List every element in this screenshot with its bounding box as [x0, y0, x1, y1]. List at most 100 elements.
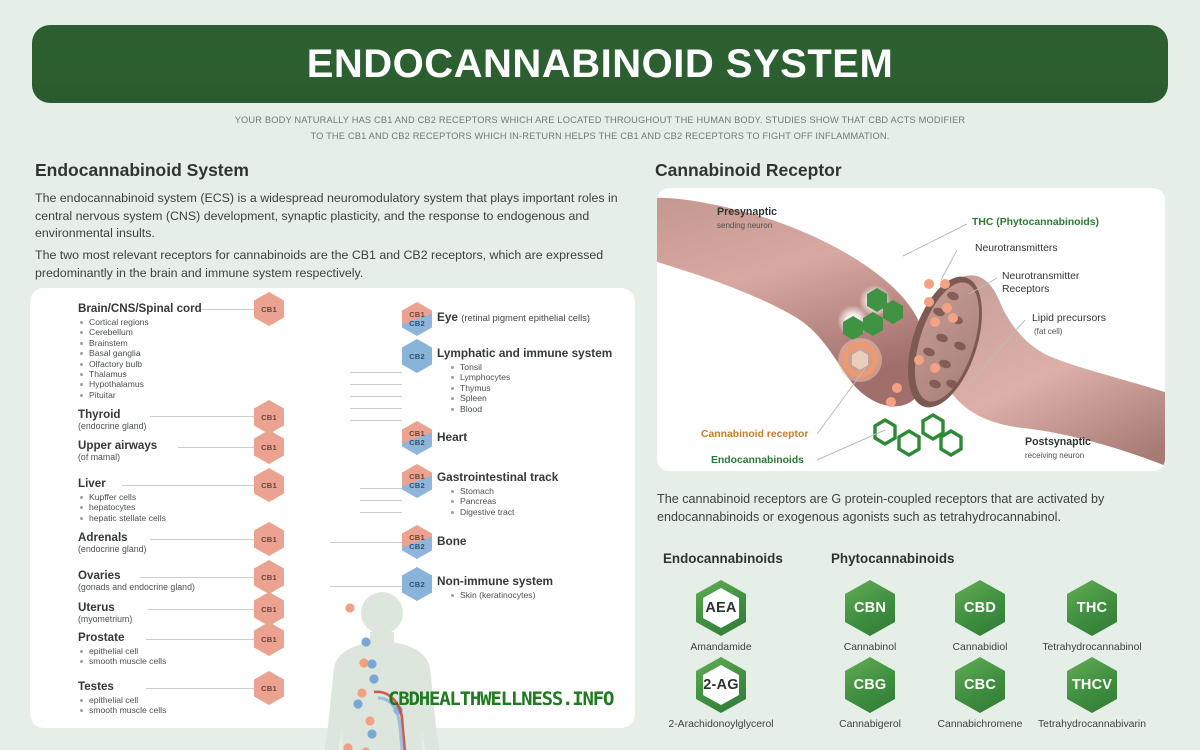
- list-item: Skin (keratinocytes): [449, 590, 553, 600]
- cannabinoid-thc[interactable]: THC Tetrahydrocannabinol: [1032, 580, 1152, 653]
- body-label-lymphatic: Lymphatic and immune system Tonsil Lymph…: [437, 346, 612, 414]
- body-label-thyroid: Thyroid (endocrine gland): [78, 408, 146, 431]
- hexagon-icon: CBG: [845, 657, 895, 713]
- list-item: Spleen: [449, 393, 612, 403]
- synapse-postsynaptic-label: Postsynaptic receiving neuron: [1025, 436, 1091, 462]
- cannabinoid-cbg[interactable]: CBG Cannabigerol: [810, 657, 930, 730]
- list-item: smooth muscle cells: [78, 656, 166, 666]
- label-title: Gastrointestinal track: [437, 470, 559, 484]
- badge-cb2-lymphatic[interactable]: CB2: [402, 339, 432, 373]
- cannabinoid-thcv[interactable]: THCV Tetrahydrocannabivarin: [1032, 657, 1152, 730]
- badge-label-cb2: CB2: [409, 481, 425, 490]
- label-title: Heart: [437, 430, 468, 444]
- connector-line: [150, 539, 254, 540]
- list-item: epithelial cell: [78, 695, 166, 705]
- badge-cb1-cb2-eye[interactable]: CB1 CB2: [402, 302, 432, 336]
- header-banner: ENDOCANNABINOID SYSTEM: [32, 25, 1168, 103]
- badge-cb1-testes[interactable]: CB1: [254, 671, 284, 705]
- badge-label-cb2: CB2: [409, 319, 425, 328]
- label-title: Non-immune system: [437, 574, 554, 588]
- human-body-silhouette: [324, 592, 440, 750]
- hexagon-icon: AEA: [696, 580, 746, 636]
- badge-cb1-cb2-bone[interactable]: CB1 CB2: [402, 525, 432, 559]
- label-title: Bone: [437, 534, 467, 548]
- badge-label: CB1: [261, 634, 277, 644]
- badge-cb1-thyroid[interactable]: CB1: [254, 400, 284, 434]
- badge-label-cb2: CB2: [409, 438, 425, 447]
- list-item: Pancreas: [449, 496, 558, 506]
- list-item: Kupffer cells: [78, 492, 166, 502]
- synapse-illustration: [657, 197, 1165, 466]
- hexagon-icon: CBD: [955, 580, 1005, 636]
- badge-label: CB1: [261, 534, 277, 544]
- cannabinoid-cbc[interactable]: CBC Cannabichromene: [920, 657, 1040, 730]
- list-item: Blood: [449, 404, 612, 414]
- label-title: Testes: [78, 680, 114, 693]
- cannabinoid-name: Amandamide: [690, 642, 752, 653]
- left-section-heading: Endocannabinoid System: [35, 160, 249, 180]
- badge-cb1-liver[interactable]: CB1: [254, 468, 284, 502]
- list-item: Thalamus: [78, 369, 202, 379]
- badge-label: CB2: [409, 579, 425, 589]
- badge-label-cb1: CB1: [409, 310, 425, 319]
- badge-label: CB1: [261, 442, 277, 452]
- badge-cb2-non-immune[interactable]: CB2: [402, 567, 432, 601]
- watermark-logo: CBDHEALTHWELLNESS.INFO: [388, 688, 614, 710]
- connector-line: [150, 416, 254, 417]
- cannabinoid-2ag[interactable]: 2-AG 2-Arachidonoylglycerol: [661, 657, 781, 730]
- label-title: Upper airways: [78, 439, 158, 452]
- badge-cb1-upper-airways[interactable]: CB1: [254, 430, 284, 464]
- body-label-uterus: Uterus (myometrium): [78, 601, 132, 624]
- badge-cb1-brain[interactable]: CB1: [254, 292, 284, 326]
- list-item: Digestive tract: [449, 507, 558, 517]
- synapse-cannabinoid-receptor-label: Cannabinoid receptor: [701, 429, 809, 440]
- subtitle-line-1: YOUR BODY NATURALLY HAS CB1 AND CB2 RECE…: [234, 115, 966, 125]
- badge-label-cb1: CB1: [409, 533, 425, 542]
- body-label-upper-airways: Upper airways (of mamal): [78, 439, 157, 462]
- label-title: Ovaries: [78, 569, 121, 582]
- body-label-eye: Eye (retinal pigment epithelial cells): [437, 310, 590, 324]
- badge-label-cb1: CB1: [409, 472, 425, 481]
- badge-cb1-cb2-gi[interactable]: CB1 CB2: [402, 464, 432, 498]
- badge-cb1-cb2-heart[interactable]: CB1 CB2: [402, 421, 432, 455]
- badge-cb1-ovaries[interactable]: CB1: [254, 560, 284, 594]
- label-sub: (endocrine gland): [78, 544, 147, 554]
- body-label-heart: Heart: [437, 430, 467, 444]
- cannabinoid-cbn[interactable]: CBN Cannabinol: [810, 580, 930, 653]
- body-label-bone: Bone: [437, 534, 467, 548]
- cannabinoid-cbd[interactable]: CBD Cannabidiol: [920, 580, 1040, 653]
- synapse-lipid-precursors-label: Lipid precursors (fat cell): [1032, 312, 1106, 338]
- cannabinoid-name: 2-Arachidonoylglycerol: [668, 719, 774, 730]
- connector-line: [330, 542, 402, 543]
- list-item: Cortical regions: [78, 317, 202, 327]
- cannabinoid-aea[interactable]: AEA Amandamide: [661, 580, 781, 653]
- badge-cb1-adrenals[interactable]: CB1: [254, 522, 284, 556]
- connector-line: [198, 309, 254, 310]
- badge-cb1-uterus[interactable]: CB1: [254, 592, 284, 626]
- badge-cb1-prostate[interactable]: CB1: [254, 622, 284, 656]
- connector-line: [350, 384, 402, 385]
- connector-line: [148, 609, 254, 610]
- badge-label: CB1: [261, 304, 277, 314]
- label-title: Adrenals: [78, 531, 128, 544]
- connector-line: [178, 447, 254, 448]
- list-item: Brainstem: [78, 338, 202, 348]
- right-paragraph: The cannabinoid receptors are G protein-…: [657, 492, 1105, 524]
- body-label-gastrointestinal: Gastrointestinal track Stomach Pancreas …: [437, 470, 558, 517]
- label-note: (retinal pigment epithelial cells): [461, 312, 590, 323]
- label-items: Tonsil Lymphocytes Thymus Spleen Blood: [449, 362, 612, 414]
- label-title: Brain/CNS/Spinal cord: [78, 302, 202, 315]
- connector-line: [350, 396, 402, 397]
- list-item: Pituitar: [78, 390, 202, 400]
- synapse-presynaptic-label: Presynaptic sending neuron: [717, 206, 777, 232]
- connector-line: [360, 500, 402, 501]
- list-item: Tonsil: [449, 362, 612, 372]
- cannabinoid-abbr: CBN: [853, 600, 886, 616]
- connector-line: [360, 512, 402, 513]
- subtitle-line-2: TO THE CB1 AND CB2 RECEPTORS WHICH IN-RE…: [310, 131, 890, 141]
- synapse-neurotransmitters-label: Neurotransmitters: [975, 243, 1058, 254]
- list-item: Hypothalamus: [78, 379, 202, 389]
- connector-line: [122, 485, 254, 486]
- label-items: Cortical regions Cerebellum Brainstem Ba…: [78, 317, 202, 400]
